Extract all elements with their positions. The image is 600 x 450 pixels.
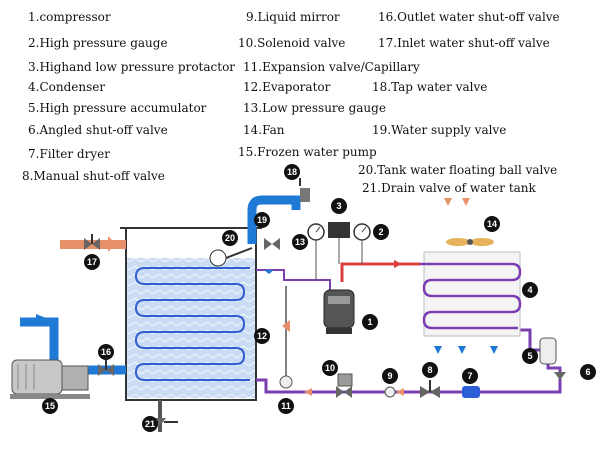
marker-17: 17 (84, 254, 100, 270)
marker-14: 14 (484, 216, 500, 232)
svg-text:6: 6 (585, 367, 590, 377)
frozen-water-pump (10, 359, 90, 399)
water-tank (120, 227, 262, 401)
condenser (420, 251, 522, 337)
svg-text:19: 19 (257, 215, 267, 225)
legend-item-20: 20.Tank water floating ball valve (358, 163, 558, 177)
liquid-line (256, 378, 562, 394)
legend-item-9: 9.Liquid mirror (246, 10, 340, 24)
legend-item-5: 5.High pressure accumulator (28, 101, 207, 115)
svg-text:14: 14 (487, 219, 497, 229)
marker-16: 16 (98, 344, 114, 360)
legend-item-12: 12.Evaporator (243, 80, 331, 94)
legend-item-16: 16.Outlet water shut-off valve (378, 10, 560, 24)
high-pressure-accumulator (539, 337, 557, 365)
marker-6: 6 (580, 364, 596, 380)
marker-4: 4 (522, 282, 538, 298)
legend-item-1: 1.compressor (28, 10, 111, 24)
legend-item-19: 19.Water supply valve (372, 123, 507, 137)
suction-line (256, 269, 331, 300)
outlet-shutoff-valve-icon (98, 360, 114, 376)
discharge-line-hot (340, 262, 420, 282)
evaporator-coil (134, 267, 250, 381)
marker-10: 10 (322, 360, 338, 376)
marker-2: 2 (373, 224, 389, 240)
marker-5: 5 (522, 348, 538, 364)
high-pressure-gauge-icon (353, 223, 371, 264)
marker-8: 8 (422, 362, 438, 378)
svg-text:8: 8 (427, 365, 432, 375)
inlet-shutoff-valve-icon (84, 234, 100, 250)
low-pressure-gauge-icon (307, 223, 325, 280)
marker-18: 18 (284, 164, 300, 180)
svg-text:3: 3 (336, 201, 341, 211)
angled-shutoff-valve-icon (554, 372, 566, 380)
legend-item-14: 14.Fan (243, 123, 285, 137)
legend-item-6: 6.Angled shut-off valve (28, 123, 168, 137)
svg-text:12: 12 (257, 331, 267, 341)
marker-15: 15 (42, 398, 58, 414)
legend-item-11: 11.Expansion valve/Capillary (243, 60, 420, 74)
marker-1: 1 (362, 314, 378, 330)
marker-9: 9 (382, 368, 398, 384)
legend-item-10: 10.Solenoid valve (238, 36, 346, 50)
legend-item-4: 4.Condenser (28, 80, 106, 94)
legend-item-13: 13.Low pressure gauge (243, 101, 386, 115)
svg-text:17: 17 (87, 257, 97, 267)
legend-item-15: 15.Frozen water pump (238, 145, 377, 159)
manual-shutoff-valve-icon (420, 380, 440, 398)
legend-item-8: 8.Manual shut-off valve (22, 169, 165, 183)
svg-text:2: 2 (378, 227, 383, 237)
legend-item-21: 21.Drain valve of water tank (362, 181, 536, 195)
expansion-valve-icon (279, 286, 293, 389)
water-supply-valve-icon (264, 238, 280, 250)
svg-text:4: 4 (527, 285, 532, 295)
marker-3: 3 (331, 198, 347, 214)
svg-text:21: 21 (145, 419, 155, 429)
pressure-protector-icon (328, 222, 350, 264)
liquid-mirror-icon (384, 386, 396, 398)
legend-item-18: 18.Tap water valve (372, 80, 488, 94)
drain-valve-icon (154, 400, 178, 432)
marker-21: 21 (142, 416, 158, 432)
float-ball-valve-icon (209, 247, 253, 267)
svg-text:18: 18 (287, 167, 297, 177)
solenoid-valve-icon (336, 373, 353, 398)
svg-text:13: 13 (295, 237, 305, 247)
legend-item-17: 17.Inlet water shut-off valve (378, 36, 550, 50)
svg-text:5: 5 (527, 351, 532, 361)
svg-text:9: 9 (387, 371, 392, 381)
marker-13: 13 (292, 234, 308, 250)
marker-7: 7 (462, 368, 478, 384)
marker-20: 20 (222, 230, 238, 246)
compressor (323, 289, 355, 334)
legend-item-2: 2.High pressure gauge (28, 36, 168, 50)
svg-text:10: 10 (325, 363, 335, 373)
tap-water-pipe (247, 195, 301, 244)
svg-text:16: 16 (101, 347, 111, 357)
svg-text:15: 15 (45, 401, 55, 411)
tap-water-valve-icon (299, 178, 310, 202)
svg-text:1: 1 (367, 317, 372, 327)
svg-text:7: 7 (467, 371, 472, 381)
filter-dryer-icon (462, 386, 480, 398)
legend-item-3: 3.Highand low pressure protactor (28, 60, 236, 74)
flow-arrows (36, 198, 498, 396)
marker-11: 11 (278, 398, 294, 414)
marker-12: 12 (254, 328, 270, 344)
legend-item-7: 7.Filter dryer (28, 147, 110, 161)
marker-19: 19 (254, 212, 270, 228)
svg-text:20: 20 (225, 233, 235, 243)
svg-text:11: 11 (281, 401, 291, 411)
condenser-fan-icon (446, 238, 494, 246)
